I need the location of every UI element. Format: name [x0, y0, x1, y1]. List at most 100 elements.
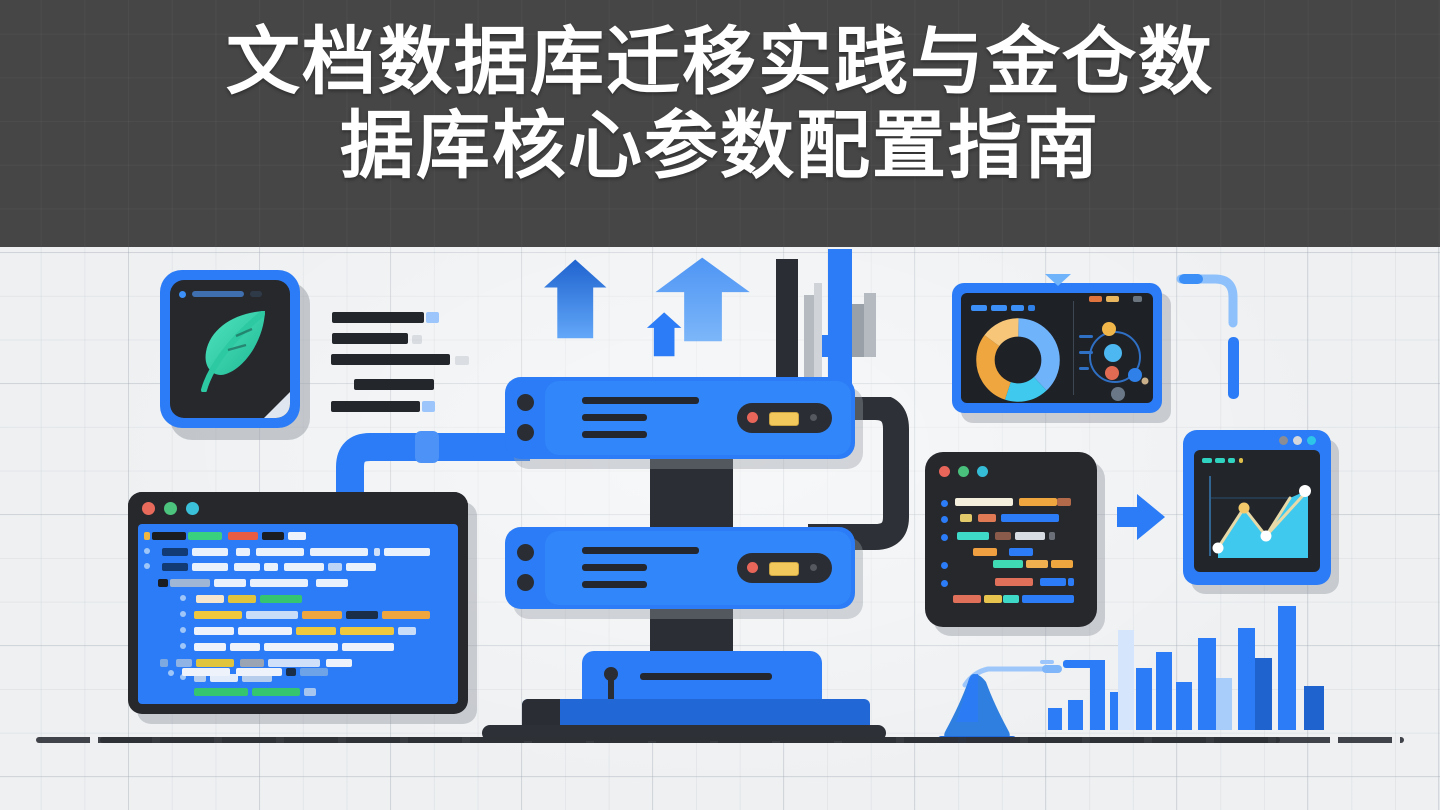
code-bullet — [168, 670, 174, 676]
code-token — [296, 627, 336, 635]
base-detail-line — [640, 673, 772, 680]
chart-tag — [1239, 458, 1243, 463]
window-dot[interactable] — [1293, 436, 1302, 445]
code-token — [240, 659, 264, 667]
code-bullet — [144, 563, 150, 569]
code-bullet — [180, 674, 186, 680]
base-rod — [608, 677, 614, 709]
window-dot[interactable] — [1279, 436, 1288, 445]
code-token — [346, 611, 378, 619]
code-token — [1026, 560, 1048, 568]
code-gutter-dot — [941, 562, 948, 569]
code-token — [228, 532, 258, 540]
code-token — [268, 659, 320, 667]
dashboard-screen — [961, 293, 1153, 403]
code-token — [228, 595, 256, 603]
page-title-line-1: 文档数据库迁移实践与金仓数 — [226, 20, 1214, 103]
code-token — [242, 674, 272, 682]
dashboard-tag — [971, 305, 987, 311]
code-token — [170, 579, 210, 587]
code-token — [1003, 595, 1019, 603]
code-bullet — [180, 611, 186, 617]
code-bullet — [158, 579, 168, 587]
page-title-line-2: 据库核心参数配置指南 — [340, 104, 1100, 187]
card-title-bar — [192, 291, 244, 297]
led-red — [747, 562, 758, 573]
code-token — [993, 560, 1023, 568]
code-token — [236, 548, 250, 556]
doc-line — [354, 379, 434, 390]
code-token — [194, 627, 234, 635]
code-token — [316, 579, 348, 587]
donut-chart — [976, 318, 1060, 402]
code-token — [188, 532, 222, 540]
window-minimize-dot[interactable] — [164, 502, 177, 515]
code-token — [1001, 514, 1059, 522]
illustration-area — [0, 247, 1440, 810]
code-token — [382, 611, 430, 619]
doc-line — [332, 312, 424, 323]
server-detail-line — [582, 431, 647, 438]
code-token — [374, 548, 380, 556]
server-detail-line — [582, 414, 647, 421]
code-token — [284, 563, 324, 571]
card-status-dot — [179, 291, 186, 298]
doc-line — [331, 401, 420, 412]
code-token — [1019, 498, 1057, 506]
line-chart-plot — [1209, 476, 1311, 558]
code-token — [234, 563, 260, 571]
code-token — [194, 674, 206, 682]
window-maximize-dot[interactable] — [186, 502, 199, 515]
code-editor-window-right[interactable] — [925, 452, 1097, 627]
code-token — [384, 548, 430, 556]
window-close-dot[interactable] — [939, 466, 950, 477]
code-token — [304, 688, 316, 696]
window-minimize-dot[interactable] — [958, 466, 969, 477]
code-token — [230, 643, 260, 651]
server-unit-1[interactable] — [505, 377, 855, 459]
analytics-dashboard-panel[interactable] — [952, 274, 1162, 413]
server-unit-2[interactable] — [505, 527, 855, 609]
server-screw — [517, 424, 534, 441]
dashboard-status-tag — [1133, 296, 1142, 302]
chart-tag — [1215, 458, 1225, 463]
code-token — [214, 579, 246, 587]
chart-tag — [1228, 458, 1235, 463]
code-token — [984, 595, 1002, 603]
code-token — [1049, 532, 1055, 540]
code-token — [346, 563, 376, 571]
code-token — [310, 548, 368, 556]
code-token — [328, 563, 342, 571]
code-token — [953, 595, 981, 603]
connector-pipe-left — [336, 431, 530, 537]
code-token — [196, 595, 224, 603]
title-block: 文档数据库迁移实践与金仓数 据库核心参数配置指南 — [0, 20, 1440, 188]
code-token — [995, 532, 1011, 540]
code-bullet — [180, 627, 186, 633]
code-token — [238, 627, 292, 635]
window-close-dot[interactable] — [142, 502, 155, 515]
window-title-bar — [128, 492, 468, 524]
code-token — [194, 688, 248, 696]
server-screw — [517, 544, 534, 561]
code-bullet — [180, 643, 186, 649]
led-off — [810, 564, 817, 571]
base-screw — [604, 667, 618, 681]
document-text-lines — [0, 247, 520, 447]
mongodb-card-screen — [170, 280, 290, 418]
mongodb-leaf-card[interactable] — [160, 270, 300, 428]
connector-pipe-top-right — [1176, 274, 1239, 399]
code-editor-window-left[interactable] — [128, 492, 468, 714]
line-chart-window[interactable] — [1183, 430, 1331, 585]
window-dot[interactable] — [1307, 436, 1316, 445]
server-led-panel — [737, 553, 832, 583]
window-maximize-dot[interactable] — [977, 466, 988, 477]
code-token — [196, 659, 234, 667]
code-gutter-dot — [941, 534, 948, 541]
dashboard-divider — [1073, 301, 1074, 395]
code-token — [1009, 548, 1033, 556]
code-token — [152, 532, 186, 540]
connector-pipe-right — [808, 397, 909, 550]
code-token — [262, 532, 284, 540]
